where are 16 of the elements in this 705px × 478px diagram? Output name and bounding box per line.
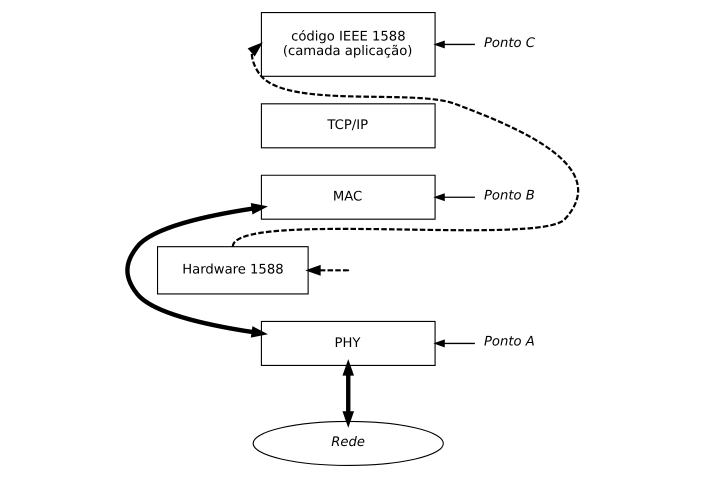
node-box: PHY [260,320,436,366]
node-box: MAC [260,174,436,220]
node-box: Hardware 1588 [156,246,308,294]
arrow [432,193,474,202]
node-ellipse: Rede [252,420,444,466]
node-text: Ponto C [483,36,534,51]
arrow [231,42,578,248]
arrow [342,359,354,428]
node-text: Ponto A [483,334,534,350]
arrow [432,40,474,48]
arrow [432,339,474,348]
arrow [304,264,348,276]
node-box: TCP/IP [260,103,436,148]
arrow [124,203,268,338]
node-box: código IEEE 1588 (camada aplicação) [260,12,436,77]
node-text: Ponto B [483,188,534,204]
